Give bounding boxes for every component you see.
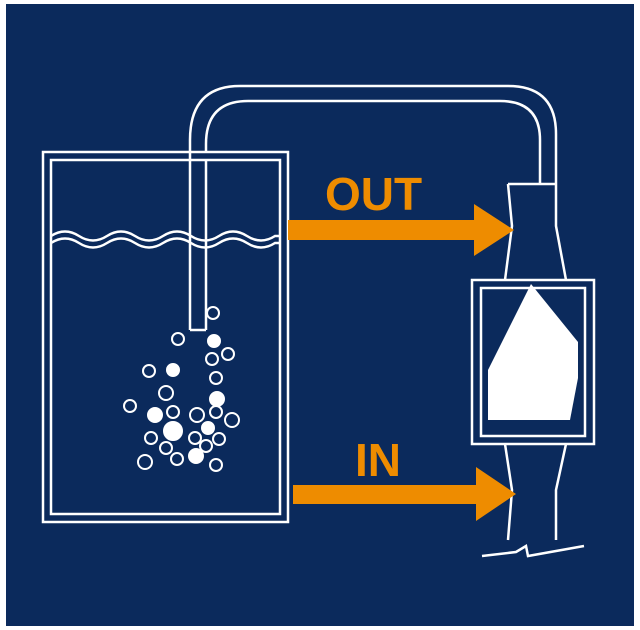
air-bubble xyxy=(159,441,173,455)
air-tube xyxy=(188,84,558,332)
pump-valve-shape xyxy=(488,284,578,420)
upper-nozzle-right xyxy=(554,184,568,281)
air-bubbles xyxy=(123,306,240,472)
air-bubble xyxy=(199,439,213,453)
air-bubble xyxy=(147,407,163,423)
out-arrow-shape xyxy=(288,204,514,256)
in-label: IN xyxy=(355,434,401,486)
air-bubble xyxy=(189,407,205,423)
air-bubble xyxy=(209,458,223,472)
air-bubble xyxy=(207,334,221,348)
in-arrow: IN xyxy=(293,434,516,521)
air-bubble xyxy=(212,432,226,446)
tube-outer-line xyxy=(188,84,558,184)
air-bubble xyxy=(201,421,215,435)
air-bubble xyxy=(188,448,204,464)
wave-line-upper xyxy=(50,230,280,242)
out-arrow: OUT xyxy=(288,168,514,256)
air-bubble xyxy=(170,452,184,466)
in-arrow-shape xyxy=(293,467,516,521)
water-surface xyxy=(50,230,280,249)
air-bubble xyxy=(209,405,223,419)
air-bubble xyxy=(188,431,202,445)
water-tank xyxy=(41,150,290,524)
air-bubble xyxy=(206,306,220,320)
air-bubble xyxy=(171,332,185,346)
air-bubble xyxy=(209,371,223,385)
air-bubble xyxy=(209,391,225,407)
tube-inner-line xyxy=(204,99,542,184)
air-bubble xyxy=(142,364,156,378)
air-bubble xyxy=(205,352,219,366)
pump-chamber-outer xyxy=(470,278,596,446)
air-bubble xyxy=(224,412,240,428)
air-bubble xyxy=(137,454,153,470)
tank-inner-wall xyxy=(49,158,282,516)
air-bubble xyxy=(163,421,183,441)
air-bubble xyxy=(144,431,158,445)
upper-nozzle-left xyxy=(503,183,514,281)
air-bubble xyxy=(123,399,137,413)
pump xyxy=(470,182,596,558)
wave-line-lower xyxy=(50,237,280,249)
air-bubble xyxy=(166,405,180,419)
air-bubble xyxy=(158,385,174,401)
pipe-break-mark xyxy=(481,544,585,558)
tank-outer-wall xyxy=(41,150,290,524)
air-bubble xyxy=(221,347,235,361)
air-bubble xyxy=(166,363,180,377)
out-label: OUT xyxy=(325,168,422,220)
lower-nozzle-left xyxy=(503,443,514,541)
lower-nozzle-right xyxy=(554,443,568,540)
